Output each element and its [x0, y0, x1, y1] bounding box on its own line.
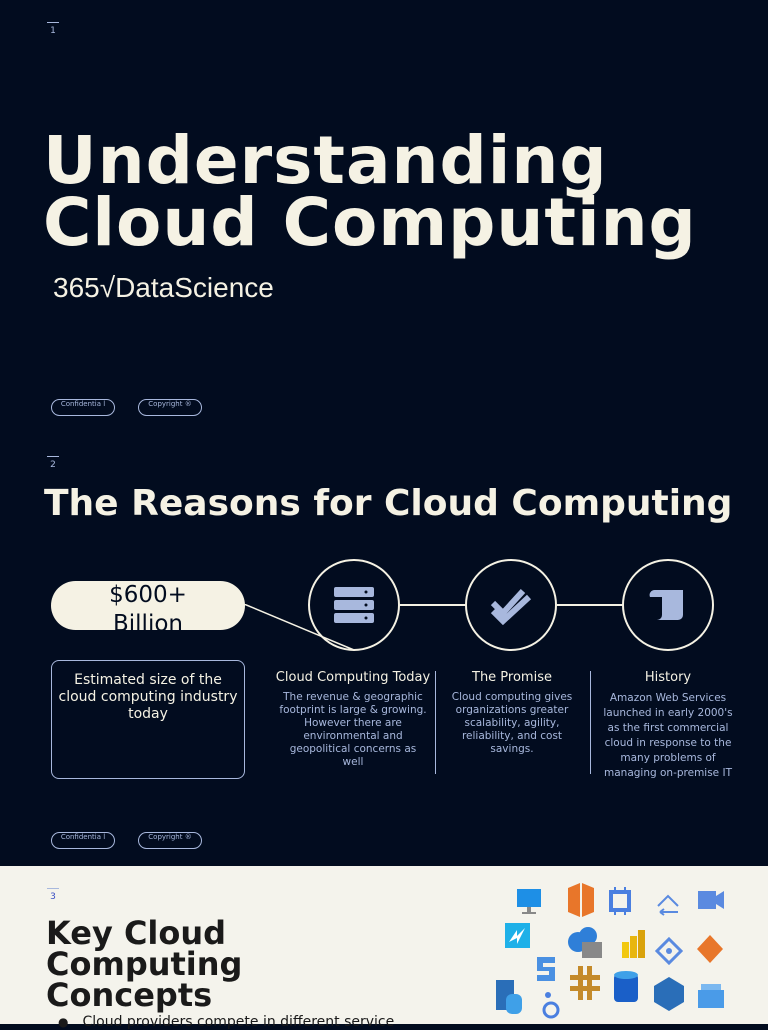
title-line: Key Cloud	[46, 914, 227, 952]
aws-service-icon	[695, 933, 723, 963]
title-line: Computing	[46, 945, 243, 983]
stat-pill: $600+ Billion	[51, 581, 245, 637]
confidential-pill: Confidentia l	[51, 832, 115, 849]
page-number: 3	[47, 888, 59, 902]
copyright-pill: Copyright ®	[138, 832, 202, 849]
processor-icon	[606, 887, 634, 915]
server-icon	[308, 559, 400, 651]
virtual-machine-icon	[515, 888, 543, 916]
divider	[590, 671, 591, 774]
api-gateway-icon	[570, 966, 600, 1000]
copyright-pill: Copyright ®	[138, 399, 202, 416]
sql-db-icon	[494, 980, 522, 1014]
timeline-line	[557, 604, 623, 606]
postgres-icon	[612, 970, 640, 1002]
column-text: The revenue & geographic footprint is la…	[279, 691, 427, 768]
logo: 365√DataScience	[53, 272, 274, 303]
page-number: 2	[47, 456, 59, 470]
bullet-item: Cloud providers compete in different ser…	[58, 1014, 394, 1030]
slide-title: The Reasons for Cloud Computing	[44, 483, 733, 524]
stat-description-box: Estimated size of the cloud computing in…	[51, 660, 245, 779]
cloud-storage-icon	[566, 926, 602, 958]
double-check-icon	[465, 559, 557, 651]
power-bi-icon	[620, 928, 648, 958]
page-number: 1	[47, 22, 59, 36]
column-text: Amazon Web Services launched in early 20…	[603, 692, 733, 779]
stat-value: $600+	[109, 582, 187, 608]
looker-icon	[540, 990, 568, 1019]
title-line: Understanding	[43, 122, 608, 199]
title-line: Concepts	[46, 976, 213, 1014]
stack-icon	[535, 955, 563, 983]
transfer-icon	[654, 892, 682, 920]
column-title: The Promise	[472, 670, 552, 685]
aws-icon	[566, 883, 594, 917]
timeline-line	[400, 604, 466, 606]
stat-unit: Billion	[113, 611, 183, 637]
video-icon	[697, 888, 725, 916]
aws-database-icon	[654, 977, 684, 1011]
column-title: Cloud Computing Today	[275, 670, 431, 685]
storage-box-icon	[696, 982, 724, 1010]
column-title: History	[644, 670, 692, 685]
title-line: Cloud Computing	[43, 184, 697, 261]
azure-app-icon	[504, 922, 532, 950]
diamond-icon	[654, 936, 684, 966]
scroll-icon	[622, 559, 714, 651]
confidential-pill: Confidentia l	[51, 399, 115, 416]
divider	[435, 671, 436, 774]
column-text: Cloud computing gives organizations grea…	[451, 691, 573, 755]
